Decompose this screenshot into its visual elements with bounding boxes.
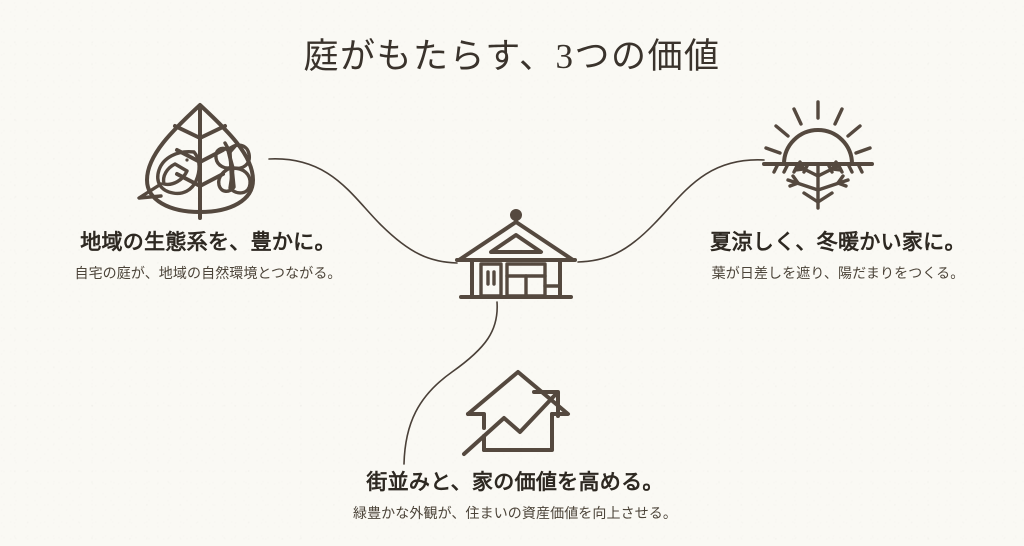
value-block-ecosystem: 地域の生態系を、豊かに。 自宅の庭が、地域の自然環境とつながる。 xyxy=(22,230,394,282)
asset-value-headline: 街並みと、家の価値を高める。 xyxy=(366,471,664,494)
value-block-comfort: 夏涼しく、冬暖かい家に。 葉が日差しを遮り、陽だまりをつくる。 xyxy=(652,230,1024,282)
house-growth-arrow-icon xyxy=(460,362,578,458)
ecosystem-headline: 地域の生態系を、豊かに。 xyxy=(80,231,336,254)
sun-snowflake-icon xyxy=(762,100,874,210)
ecosystem-subline: 自宅の庭が、地域の自然環境とつながる。 xyxy=(74,265,342,282)
japanese-house-icon xyxy=(455,209,577,304)
value-block-asset-value: 街並みと、家の価値を高める。 緑豊かな外観が、住まいの資産価値を向上させる。 xyxy=(326,470,704,522)
leaf-bird-butterfly-icon xyxy=(131,100,269,220)
page-title: 庭がもたらす、3つの価値 xyxy=(303,37,721,76)
asset-value-subline: 緑豊かな外観が、住まいの資産価値を向上させる。 xyxy=(352,505,678,522)
comfort-headline: 夏涼しく、冬暖かい家に。 xyxy=(710,231,966,254)
comfort-subline: 葉が日差しを遮り、陽だまりをつくる。 xyxy=(711,265,965,282)
